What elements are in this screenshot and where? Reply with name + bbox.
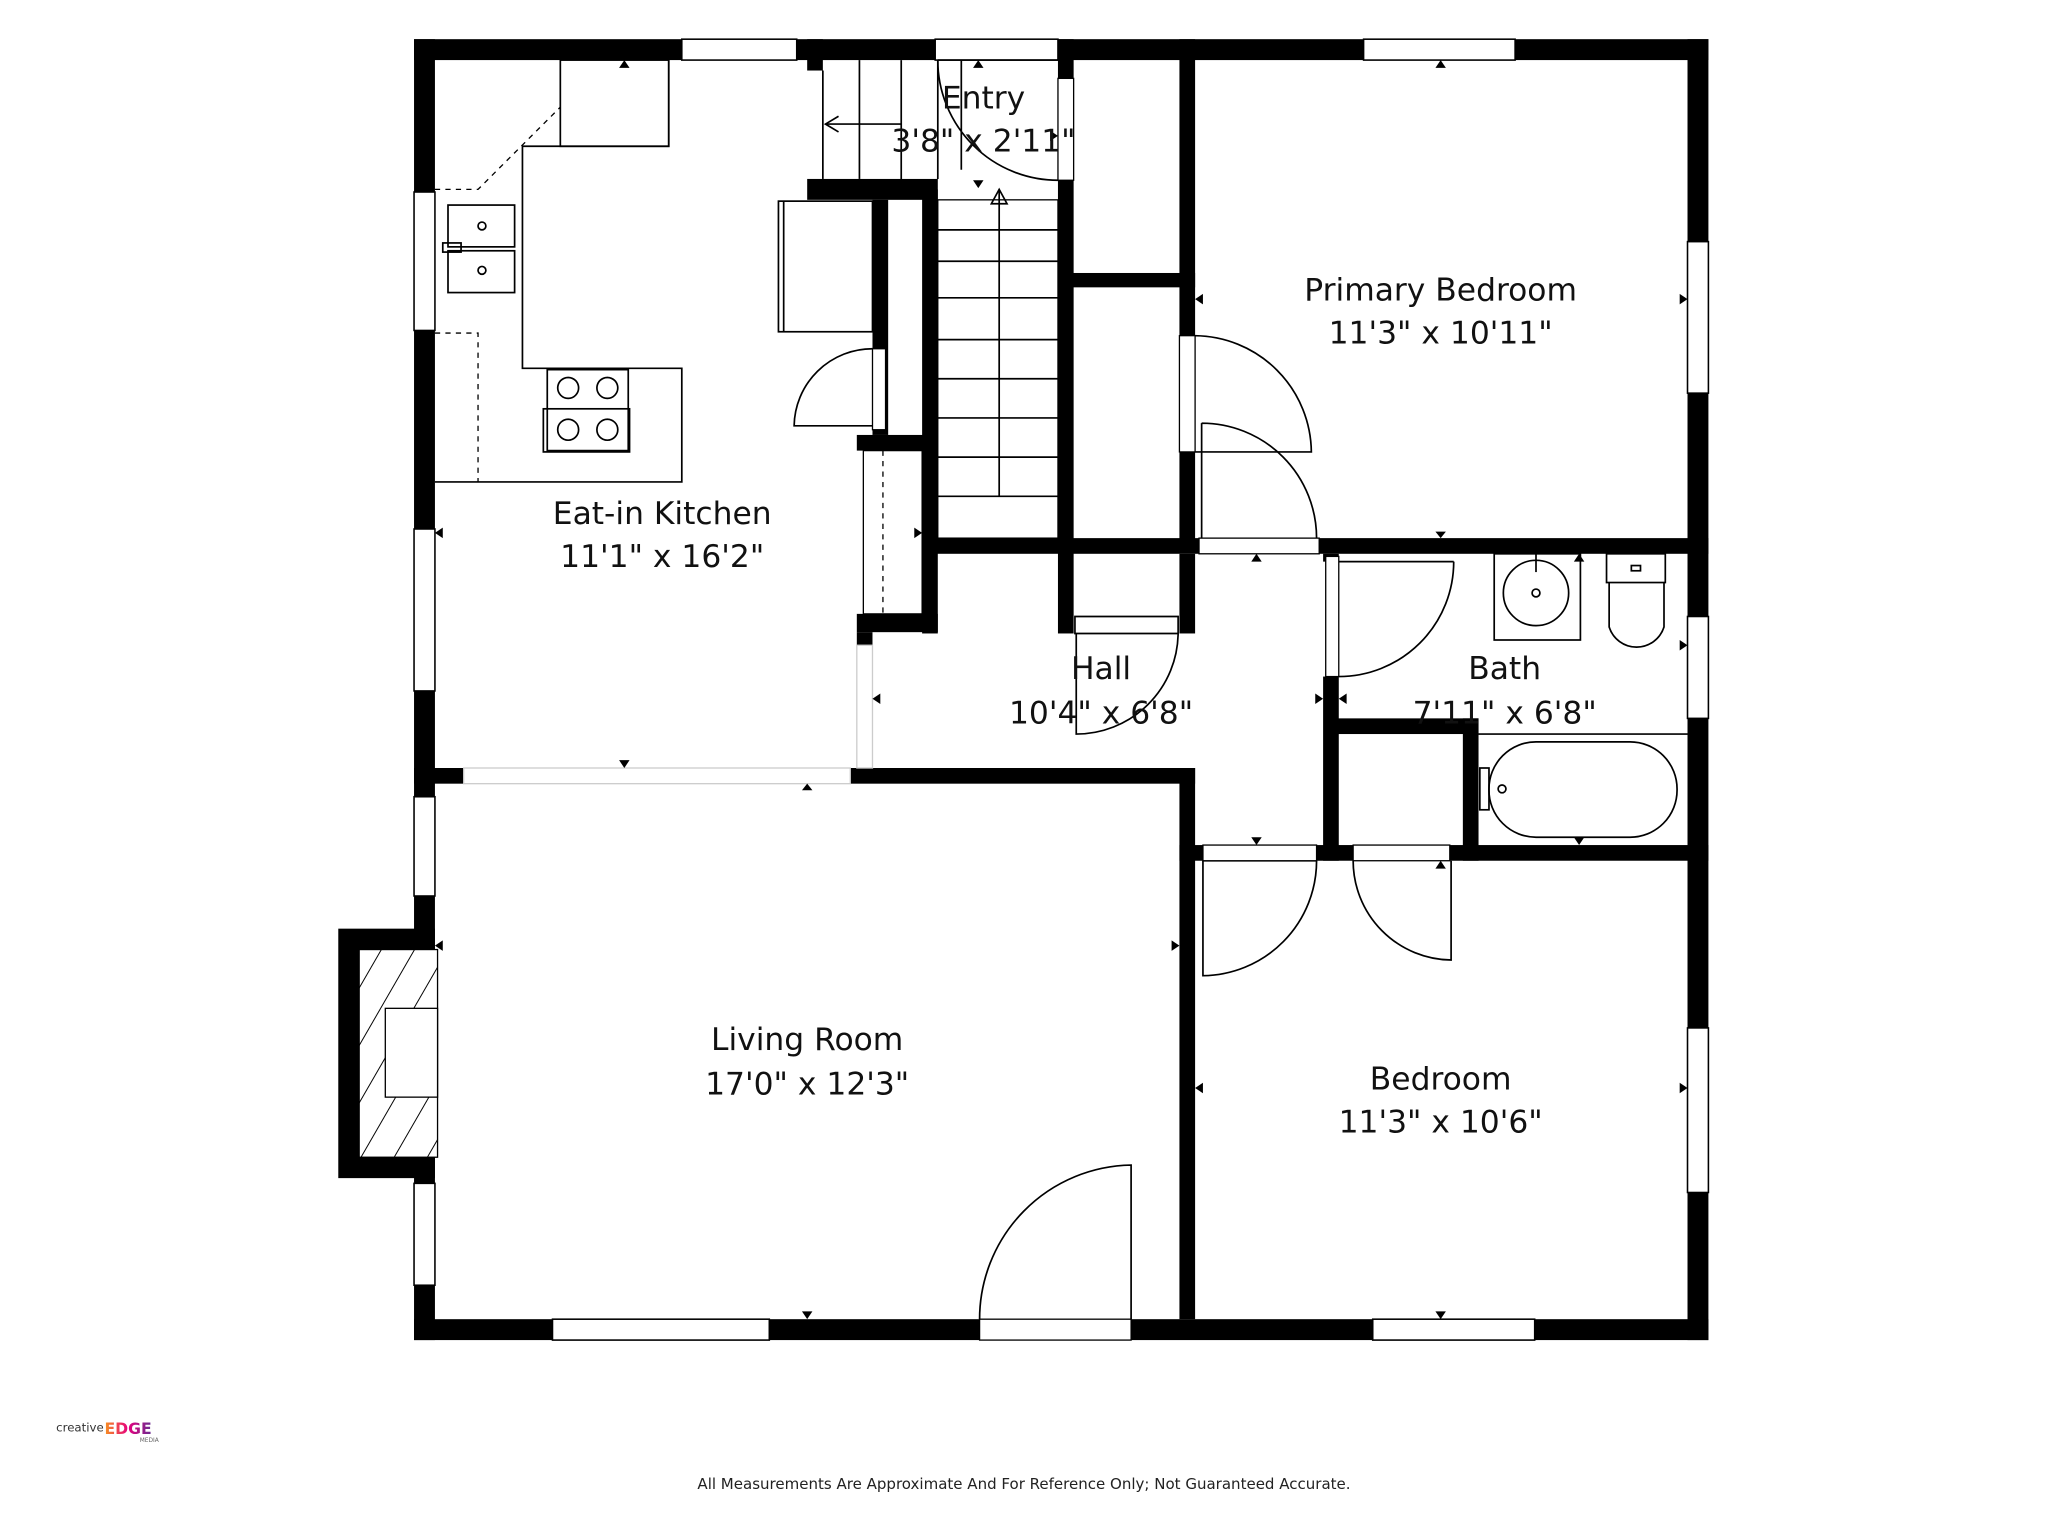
logo-sub: MEDIA bbox=[140, 1438, 159, 1444]
room-size: 11'1" x 16'2" bbox=[560, 539, 764, 575]
room-name: Eat-in Kitchen bbox=[553, 496, 772, 532]
logo-prefix: creative bbox=[56, 1421, 104, 1435]
room-size: 3'8" x 2'11" bbox=[891, 124, 1075, 160]
room-size: 17'0" x 12'3" bbox=[705, 1067, 909, 1103]
interior-walls bbox=[414, 39, 1709, 1320]
room-size: 11'3" x 10'6" bbox=[1339, 1104, 1543, 1140]
room-label-living-room: Living Room 17'0" x 12'3" bbox=[705, 1022, 909, 1102]
doors bbox=[463, 59, 1455, 1341]
room-name: Hall bbox=[1071, 651, 1131, 687]
staircase bbox=[822, 60, 1059, 539]
creative-edge-media-logo: creative EDGE MEDIA bbox=[56, 1419, 159, 1444]
dimension-markers bbox=[434, 60, 1688, 1320]
room-label-kitchen: Eat-in Kitchen 11'1" x 16'2" bbox=[553, 496, 772, 575]
disclaimer: All Measurements Are Approximate And For… bbox=[697, 1475, 1350, 1493]
room-name: Bedroom bbox=[1370, 1061, 1512, 1097]
kitchen-fixtures bbox=[434, 59, 874, 483]
room-size: 7'11" x 6'8" bbox=[1413, 696, 1597, 732]
room-label-primary-bedroom: Primary Bedroom 11'3" x 10'11" bbox=[1304, 272, 1577, 351]
stove bbox=[542, 368, 631, 453]
room-label-bath: Bath 7'11" x 6'8" bbox=[1413, 651, 1597, 731]
room-name: Entry bbox=[942, 80, 1025, 116]
room-name: Bath bbox=[1468, 651, 1541, 687]
room-size: 10'4" x 6'8" bbox=[1009, 696, 1193, 732]
windows bbox=[413, 38, 1710, 1341]
room-label-bedroom: Bedroom 11'3" x 10'6" bbox=[1339, 1061, 1543, 1140]
fireplace bbox=[338, 928, 439, 1179]
room-size: 11'3" x 10'11" bbox=[1329, 316, 1553, 352]
room-name: Primary Bedroom bbox=[1304, 272, 1577, 308]
room-name: Living Room bbox=[711, 1022, 903, 1058]
logo-brand: EDGE bbox=[104, 1419, 151, 1438]
room-label-entry: Entry 3'8" x 2'11" bbox=[891, 80, 1075, 159]
room-label-hall: Hall 10'4" x 6'8" bbox=[1009, 651, 1193, 731]
